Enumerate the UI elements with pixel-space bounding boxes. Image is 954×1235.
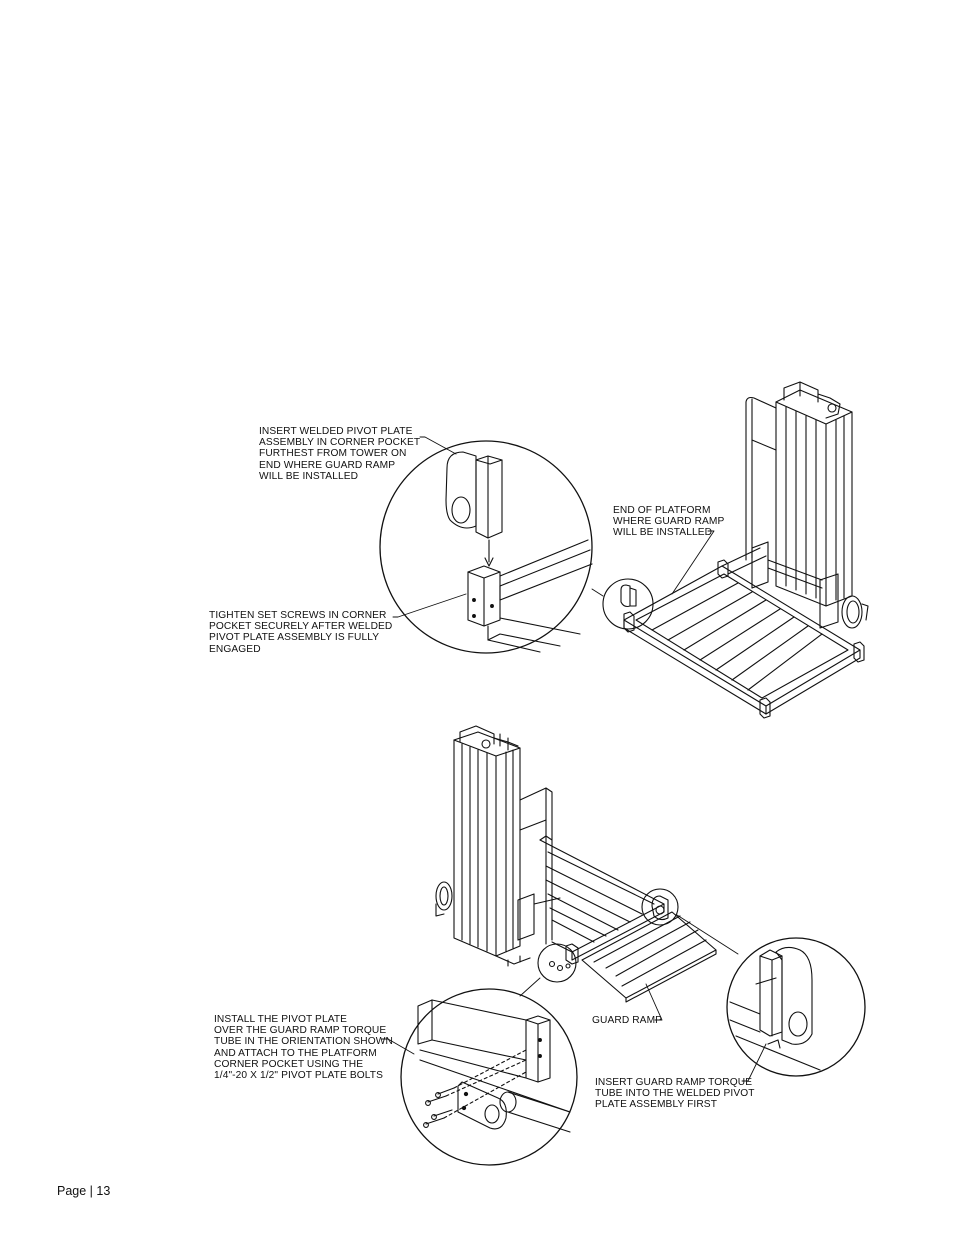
platform-bottom (539, 835, 665, 972)
page-number: Page | 13 (57, 1184, 111, 1198)
reference-circle-ramp (641, 888, 679, 926)
tower-bottom (435, 725, 561, 967)
guard-ramp (581, 895, 717, 1003)
note-tighten-set-screws: TIGHTEN SET SCREWS IN CORNER POCKET SECU… (209, 610, 393, 655)
note-guard-ramp: GUARD RAMP (592, 1015, 663, 1026)
leader-lines (381, 436, 767, 1082)
note-insert-pivot-plate: INSERT WELDED PIVOT PLATE ASSEMBLY IN CO… (259, 426, 421, 482)
reference-circle-bolts (537, 943, 577, 983)
note-end-of-platform: END OF PLATFORM WHERE GUARD RAMP WILL BE… (613, 505, 725, 539)
reference-circle-corner (602, 578, 654, 630)
detail-circle-pivot-insert (379, 440, 593, 654)
platform-top (623, 547, 865, 719)
note-install-pivot-plate: INSTALL THE PIVOT PLATE OVER THE GUARD R… (214, 1014, 393, 1082)
detail-circle-pivot-bolts (400, 988, 578, 1166)
note-insert-torque-tube: INSERT GUARD RAMP TORQUE TUBE INTO THE W… (595, 1077, 755, 1111)
tower-top (745, 381, 869, 629)
detail-circle-torque-tube (726, 937, 866, 1077)
bottom-figure (400, 725, 866, 1166)
top-figure (379, 381, 869, 719)
